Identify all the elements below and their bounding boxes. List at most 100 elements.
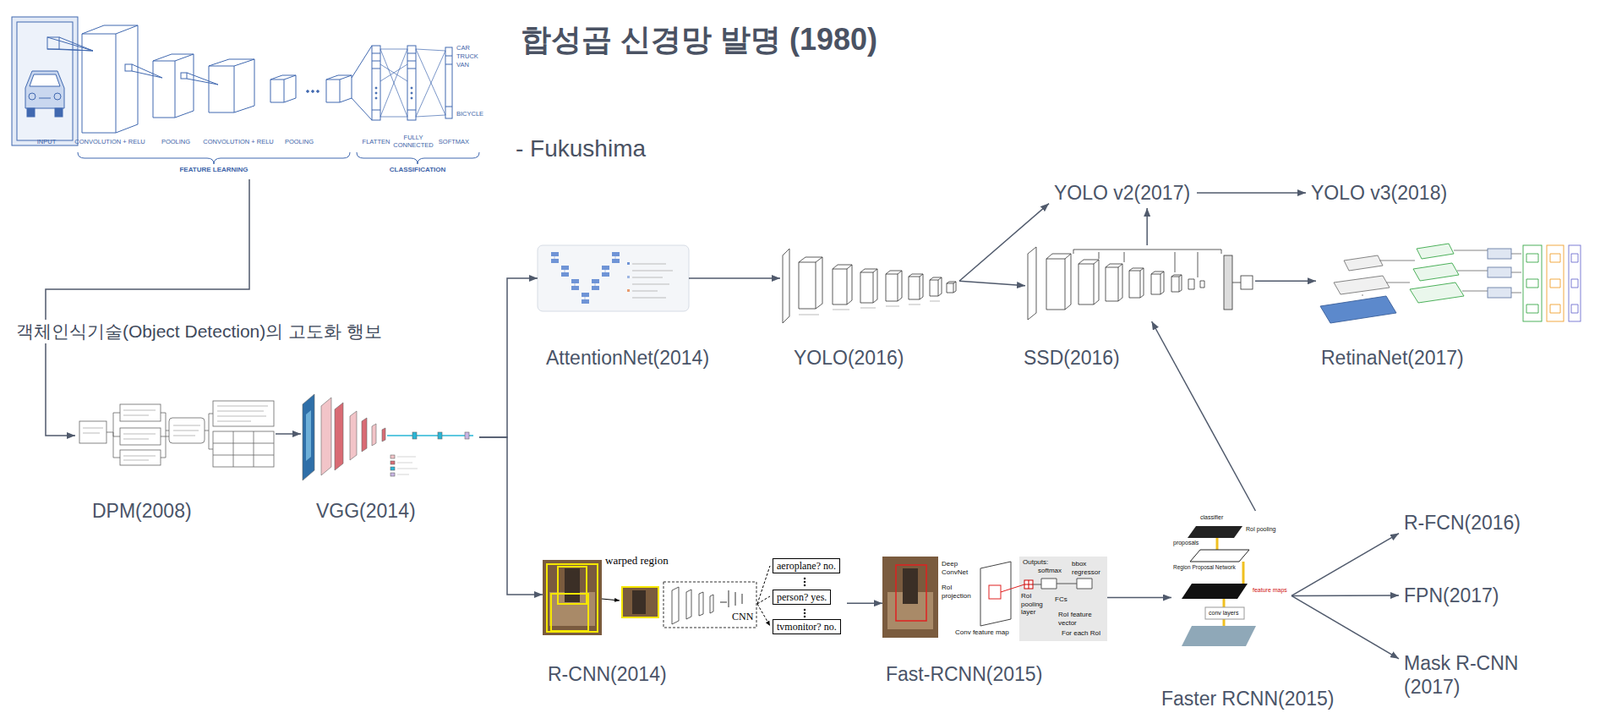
dpm-figure — [120, 449, 161, 465]
rcnn-figure — [803, 615, 806, 618]
vgg-figure — [305, 409, 312, 461]
section-heading: 객체인식기술(Object Detection)의 고도화 행보 — [14, 319, 384, 344]
vgg-figure — [387, 434, 474, 437]
figure-label: FCs — [1054, 595, 1068, 604]
figure-label: bbox regressor — [1071, 559, 1106, 576]
retinanet-figure — [1550, 253, 1561, 313]
arrow-connector — [1291, 594, 1399, 596]
arrow-connector — [1291, 595, 1399, 658]
rcnn-figure — [546, 563, 598, 632]
model-name: YOLO v2(2017) — [1053, 180, 1192, 205]
ssd-figure — [1232, 282, 1241, 284]
cnn-figure — [415, 49, 446, 117]
cnn-figure — [25, 70, 65, 109]
figure-label: conv layers — [1208, 609, 1239, 617]
figure-label: RoI pooling — [1245, 525, 1276, 533]
layer-label: INPUT — [37, 137, 57, 146]
ssd-figure — [1046, 253, 1071, 310]
yolo-figure — [798, 256, 823, 309]
vgg-figure — [390, 466, 395, 470]
fast-rcnn-figure — [988, 584, 1001, 599]
attentionnet-figure — [627, 262, 630, 265]
rcnn-figure — [601, 598, 620, 601]
fast-rcnn-figure — [1019, 556, 1108, 641]
rcnn-figure — [803, 611, 806, 614]
dpm-figure — [120, 427, 161, 445]
attentionnet-figure — [627, 275, 630, 279]
ssd-figure — [1240, 275, 1253, 290]
cnn-figure — [380, 49, 408, 117]
fast-rcnn-figure — [895, 564, 927, 621]
layer-label: SOFTMAX — [438, 137, 470, 146]
class-label: CAR — [456, 43, 470, 52]
vgg-figure — [464, 431, 470, 439]
rcnn-figure — [803, 580, 806, 583]
model-box: YOLO v2(2017) — [1048, 177, 1197, 208]
fast-rcnn-figure — [882, 556, 1108, 641]
retinanet-figure — [1526, 253, 1539, 313]
vgg-figure — [361, 417, 367, 452]
retinanet-figure — [1571, 253, 1579, 313]
attentionnet-figure — [537, 245, 689, 312]
cnn-figure — [371, 53, 416, 110]
model-figure: RetinaNet(2017) — [1316, 242, 1582, 325]
dpm-figure — [79, 420, 107, 443]
figure-label: feature maps — [1252, 586, 1288, 594]
layer-label: CONVOLUTION + RELU — [202, 137, 274, 146]
faster-rcnn-figure — [1190, 549, 1250, 562]
rcnn-figure — [557, 566, 587, 604]
model-box: FPN(2017) — [1398, 579, 1506, 611]
rcnn-figure — [803, 608, 806, 611]
faster-rcnn-figure — [1205, 606, 1245, 619]
yolo-figure — [798, 300, 940, 315]
rcnn-figure — [671, 586, 714, 624]
arrow-connector — [1146, 207, 1148, 246]
model-caption: SSD(2016) — [1023, 345, 1120, 370]
figure-label: classifier — [1200, 513, 1224, 521]
arrow-connector — [959, 203, 1049, 282]
figure-label: RoI projection — [941, 583, 979, 600]
retinanet-figure — [1546, 245, 1564, 322]
ssd-figure — [1078, 259, 1099, 305]
output-box: person? yes. — [772, 589, 831, 605]
layer-label: CONVOLUTION + RELU — [74, 137, 146, 146]
cnn-figure — [326, 75, 352, 103]
cnn-figure — [152, 54, 194, 118]
arrow-connector — [1255, 280, 1317, 283]
cnn-figure — [306, 90, 310, 93]
cnn-figure — [316, 90, 320, 93]
faster-rcnn-figure — [1181, 625, 1256, 646]
model-box: YOLO v3(2018) — [1305, 177, 1454, 208]
retinanet-figure — [1523, 245, 1542, 322]
cnn-figure — [28, 92, 36, 100]
rcnn-figure — [803, 584, 806, 586]
vgg-figure — [302, 393, 474, 481]
ssd-figure — [1027, 246, 1253, 320]
retinanet-figure — [1320, 295, 1397, 323]
rcnn-figure — [564, 567, 580, 602]
attentionnet-figure — [537, 245, 689, 312]
dpm-figure — [82, 405, 268, 460]
model-figure: SSD(2016) — [1025, 245, 1256, 322]
dpm-figure — [212, 400, 274, 426]
yolo-figure — [885, 270, 902, 301]
cnn-figure — [125, 64, 132, 71]
dpm-figure — [79, 400, 274, 467]
vgg-figure — [382, 427, 386, 442]
ssd-figure — [1223, 255, 1233, 310]
cnn-figure — [186, 72, 219, 85]
faster-rcnn-figure — [1216, 537, 1219, 550]
output-box: aeroplane? no. — [772, 557, 841, 574]
figure-label: RoI pooling layer — [1021, 591, 1049, 617]
cnn-figure — [16, 21, 73, 141]
cnn-figure — [38, 98, 51, 99]
faster-rcnn-figure — [1187, 525, 1243, 538]
yolo-figure — [782, 248, 956, 323]
model-name: Mask R-CNN (2017) — [1403, 650, 1538, 699]
cnn-figure — [407, 45, 416, 121]
vgg-figure — [390, 454, 395, 459]
layer-label: POOLING — [284, 137, 314, 146]
attentionnet-figure — [551, 251, 620, 304]
retinanet-figure — [1568, 245, 1581, 322]
